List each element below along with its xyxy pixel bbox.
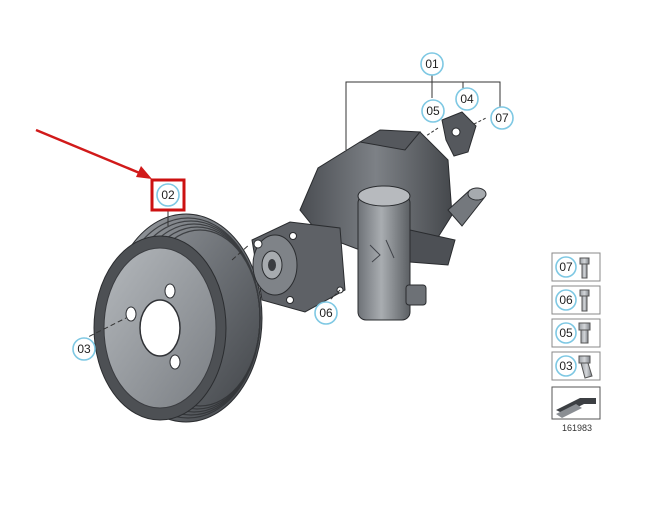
legend-label-07: 07 [559, 260, 573, 274]
callout-04-label: 04 [460, 92, 474, 106]
callout-02-label: 02 [161, 188, 175, 202]
reference-symbol-box [551, 386, 601, 420]
callout-07: 07 [490, 106, 514, 130]
legend-label-05: 05 [559, 326, 573, 340]
legend-item-05: 05 [551, 318, 601, 348]
callout-07-label: 07 [495, 111, 509, 125]
callout-01: 01 [420, 52, 444, 76]
legend-label-03: 03 [559, 359, 573, 373]
callout-05-label: 05 [426, 104, 440, 118]
reference-number: 161983 [562, 423, 592, 433]
legend-item-06: 06 [551, 285, 601, 315]
callout-03-label: 03 [77, 342, 91, 356]
callout-02: 02 [150, 178, 186, 212]
callout-01-label: 01 [425, 57, 439, 71]
callout-06: 06 [314, 301, 338, 325]
callout-04: 04 [455, 87, 479, 111]
callout-06-label: 06 [319, 306, 333, 320]
legend-label-06: 06 [559, 293, 573, 307]
callout-05: 05 [421, 99, 445, 123]
pulley [81, 210, 263, 423]
legend-item-03: 03 [551, 351, 601, 381]
legend-item-07: 07 [551, 252, 601, 282]
callout-03: 03 [72, 337, 96, 361]
bracket [425, 111, 487, 157]
steering-pump [251, 129, 487, 321]
parts-legend: 07 06 05 03 [551, 252, 601, 433]
pointer-arrow [35, 128, 152, 179]
